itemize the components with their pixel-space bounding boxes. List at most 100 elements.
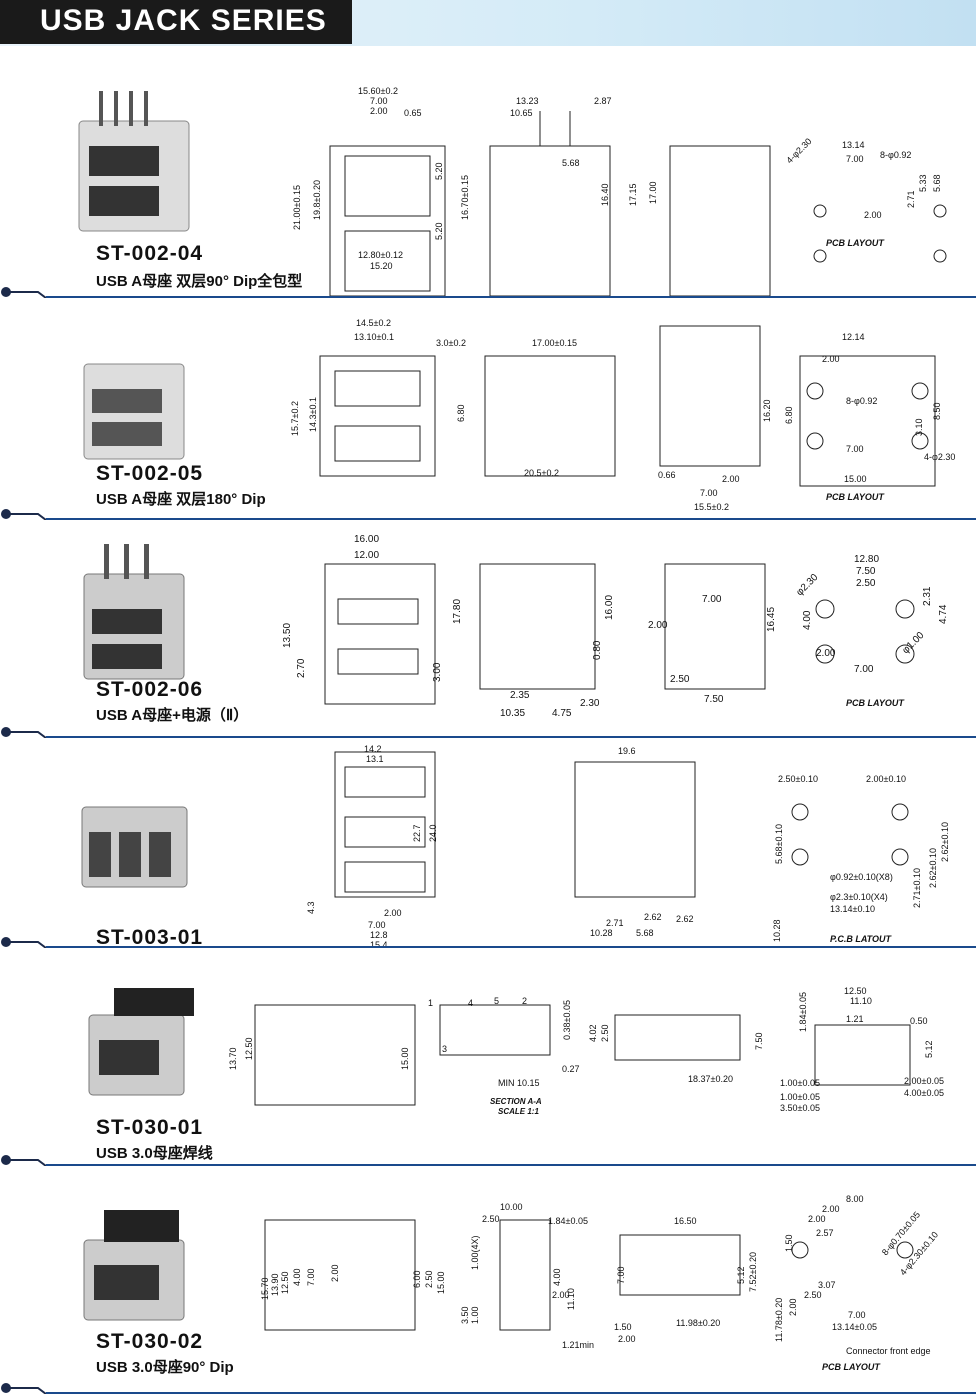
- dimension-label: 7.00: [702, 594, 722, 605]
- scale-label: SCALE 1:1: [498, 1107, 539, 1116]
- dimension-label: 2.50: [424, 1270, 434, 1288]
- dimension-label: 4-φ2.30: [924, 452, 955, 462]
- dimension-label: 1.84±0.05: [798, 992, 808, 1032]
- dimension-label: 24.0: [428, 824, 438, 842]
- dimension-label: 7.52±0.20: [748, 1252, 758, 1292]
- dimension-label: φ0.92±0.10(X8): [830, 872, 893, 882]
- dim: 12.80±0.12: [358, 250, 403, 260]
- dimension-label: 11.10: [850, 996, 872, 1006]
- dimension-label: 2.00: [808, 1214, 826, 1224]
- dimension-label: 0.38±0.05: [562, 1000, 572, 1040]
- dimension-label: 12.50: [280, 1271, 290, 1294]
- dimension-label: 22.7: [412, 824, 422, 842]
- dimension-label: 18.37±0.20: [688, 1074, 733, 1084]
- dimension-label: 2.30: [580, 698, 600, 709]
- dimension-label: 2.00: [618, 1334, 636, 1344]
- dimension-label: 14.3±0.1: [308, 397, 318, 432]
- dimension-label: 1: [428, 998, 433, 1008]
- dim: 4-φ2.30: [784, 136, 813, 165]
- technical-drawing: [329, 111, 947, 297]
- dimension-label: Connector front edge: [846, 1346, 931, 1356]
- model-description: USB 3.0母座90° Dip: [96, 1359, 234, 1376]
- connector-photo: [83, 363, 185, 460]
- dimension-label: 2.50: [600, 1024, 610, 1042]
- dimension-label: 14.5±0.2: [356, 318, 391, 328]
- dim: 2.87: [594, 96, 612, 106]
- dim: 5.68: [562, 158, 580, 168]
- dim: 10.65: [510, 108, 533, 118]
- dimension-label: 7.50: [704, 694, 724, 705]
- pcb-layout-label: PCB LAYOUT: [826, 238, 884, 248]
- dim: 7.00: [846, 154, 864, 164]
- dimension-label: 11.98±0.20: [676, 1318, 720, 1328]
- dimension-label: 5.12: [736, 1266, 746, 1284]
- dimension-label: 2.00: [330, 1264, 340, 1282]
- dimension-label: 1.00±0.05: [780, 1078, 820, 1088]
- dimension-label: 2.71±0.10: [912, 868, 922, 908]
- dimension-label: 13.14±0.05: [832, 1322, 877, 1332]
- dimension-label: 15.7±0.2: [290, 401, 300, 436]
- dimension-label: 1.21min: [562, 1340, 594, 1350]
- dim: 0.65: [404, 108, 422, 118]
- dimension-label: 16.45: [766, 607, 777, 632]
- dimension-label: 13.50: [282, 623, 293, 648]
- dimension-label: 4.3: [306, 901, 316, 914]
- dim: 17.00: [648, 181, 658, 204]
- dimension-label: 12.50: [844, 986, 867, 996]
- dimension-label: 16.00: [604, 595, 615, 620]
- dimension-label: 2.62±0.10: [928, 848, 938, 888]
- dimension-label: 15.70: [260, 1277, 270, 1300]
- dimension-label: 7.00: [306, 1268, 316, 1286]
- connector-photo: [78, 91, 190, 232]
- dimension-label: 15.00: [400, 1047, 410, 1070]
- dimension-label: 0.27: [562, 1064, 580, 1074]
- dimension-label: 3: [442, 1044, 447, 1054]
- dimension-label: φ1.00: [900, 630, 926, 656]
- section-divider: [1, 287, 976, 298]
- header-banner: USB JACK SERIES: [0, 0, 976, 46]
- section-divider: [1, 937, 976, 948]
- dimension-label: 7.50: [856, 566, 876, 577]
- dimension-label: 3.07: [818, 1280, 836, 1290]
- dimension-label: 16.20: [762, 399, 772, 422]
- dimension-label: 2.62: [644, 912, 662, 922]
- dimension-label: 2.00: [788, 1298, 798, 1316]
- model-number: ST-030-01: [96, 1116, 204, 1139]
- dimension-label: 1.00(4X): [470, 1235, 480, 1270]
- dim: 16.40: [600, 183, 610, 206]
- dim: 15.20: [370, 261, 393, 271]
- dimension-label: 15.4: [370, 940, 388, 950]
- dim: 2.71: [906, 190, 916, 208]
- dimension-label: 8.00: [846, 1194, 864, 1204]
- dimension-label: 0.80: [592, 640, 603, 660]
- dimension-label: 5.68: [636, 928, 654, 938]
- dim: 7.00: [370, 96, 388, 106]
- dimension-label: 2.00: [722, 474, 740, 484]
- dimension-label: 2.00: [822, 354, 840, 364]
- dimension-label: 2.00±0.05: [904, 1076, 944, 1086]
- dimension-label: 16.00: [354, 534, 379, 545]
- dimension-labels-5: 13.70 12.50 15.00 1 2 3 4 5 0.38±0.05 0.…: [228, 986, 944, 1116]
- dimension-label: 7.00: [368, 920, 386, 930]
- dimension-label: 5.68±0.10: [774, 824, 784, 864]
- dimension-label: 2.50±0.10: [778, 774, 818, 784]
- dimension-label: 2.50: [670, 674, 690, 685]
- dimension-label: φ2.3±0.10(X4): [830, 892, 888, 902]
- dim: 13.23: [516, 96, 539, 106]
- dimension-label: 3.00: [432, 662, 443, 682]
- dim: 5.33: [918, 174, 928, 192]
- connector-photo: [83, 544, 185, 680]
- dimension-labels-1: 15.60±0.2 7.00 2.00 0.65 21.00±0.15 19.8…: [292, 86, 942, 271]
- dimension-label: 4.00: [802, 610, 813, 630]
- dimension-label: 1.21: [846, 1014, 864, 1024]
- dimension-label: 7.00: [700, 488, 718, 498]
- dimension-label: 12.00: [354, 550, 379, 561]
- dimension-label: 2.00±0.10: [866, 774, 906, 784]
- dimension-label: 12.14: [842, 332, 865, 342]
- model-description: USB A母座 双层90° Dip全包型: [96, 273, 303, 290]
- model-description: USB 3.0母座焊线: [96, 1145, 213, 1162]
- dimension-label: 20.5±0.2: [524, 468, 559, 478]
- dimension-label: 2.35: [510, 690, 530, 701]
- dimension-label: 13.10±0.1: [354, 332, 394, 342]
- dimension-label: φ2.30: [794, 572, 820, 598]
